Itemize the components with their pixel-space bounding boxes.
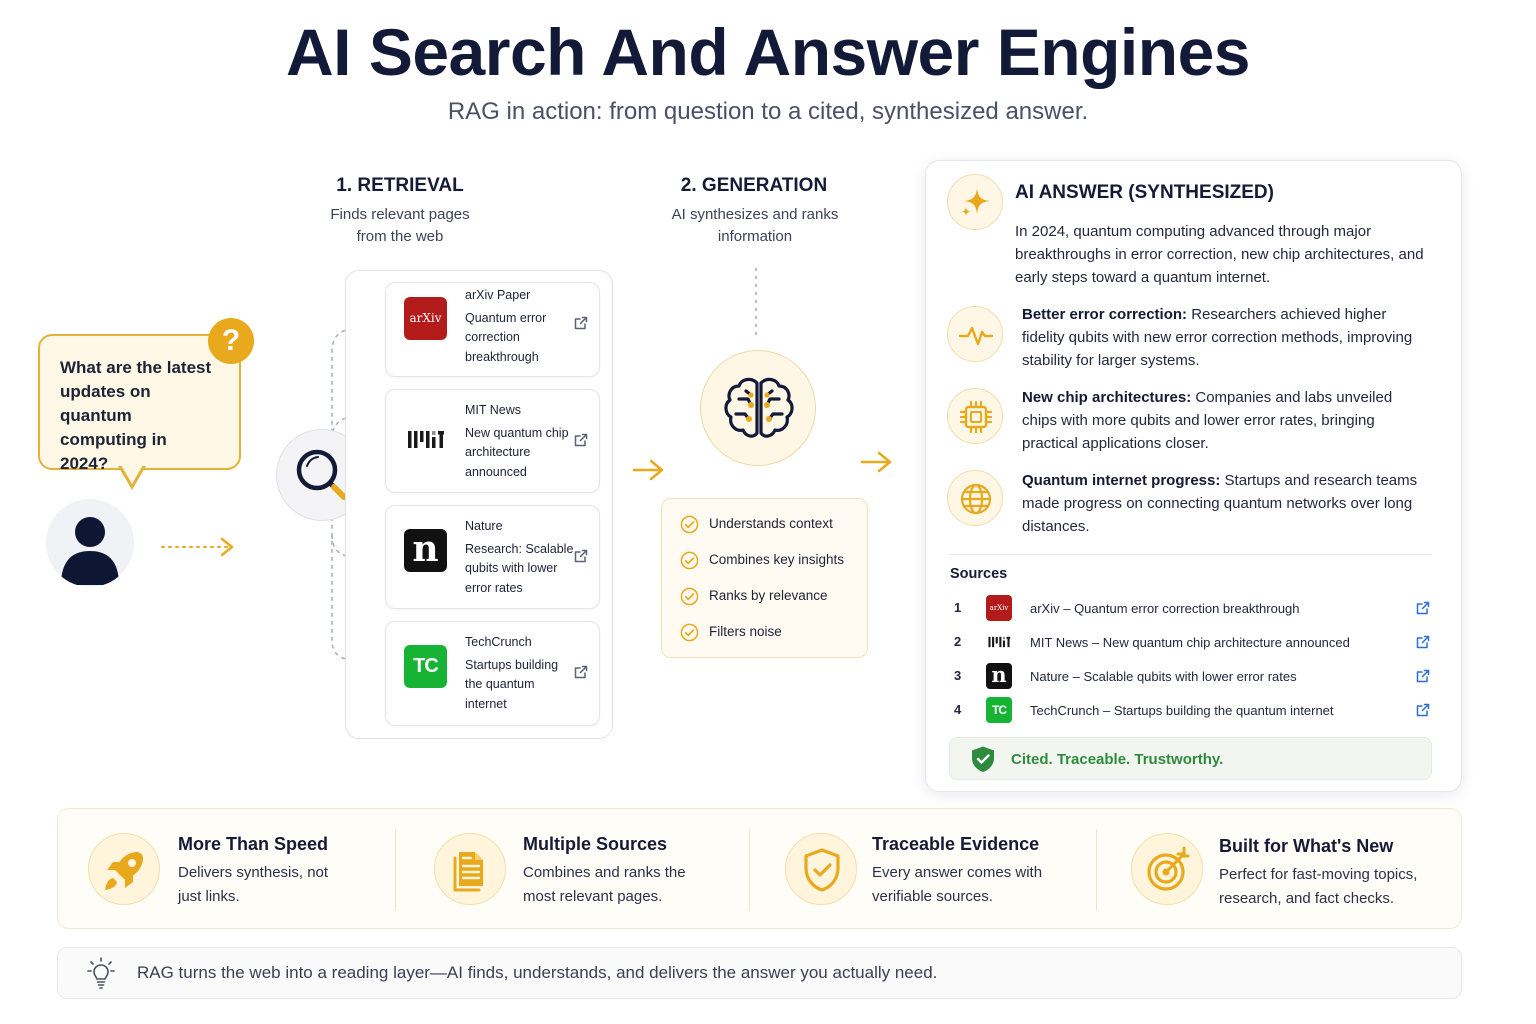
check-circle-icon — [680, 587, 699, 606]
retrieval-title: 1. RETRIEVAL — [336, 175, 464, 196]
source-row[interactable]: 2 MIT News – New quantum chip architectu… — [950, 628, 1436, 656]
source-publisher: Nature — [465, 519, 503, 533]
trust-text: Cited. Traceable. Trustworthy. — [1011, 751, 1224, 768]
feature-desc: Delivers synthesis, not just links. — [178, 864, 329, 905]
external-link-icon[interactable] — [1415, 702, 1431, 718]
source-card-nature[interactable]: n Nature Research: Scalable qubits with … — [385, 505, 600, 609]
checklist-item: Filters noise — [680, 623, 782, 642]
external-link-icon[interactable] — [1415, 668, 1431, 684]
source-row[interactable]: 3 n Nature – Scalable qubits with lower … — [950, 662, 1436, 690]
external-link-icon[interactable] — [573, 548, 589, 564]
generation-step — [700, 350, 816, 466]
chip-icon — [947, 388, 1003, 444]
external-link-icon[interactable] — [1415, 634, 1431, 650]
source-card-mit[interactable]: MIT News New quantum chip architecture a… — [385, 389, 600, 493]
sources-heading: Sources — [950, 566, 1008, 582]
source-publisher: arXiv Paper — [465, 288, 531, 302]
documents-icon — [434, 833, 506, 905]
pulse-icon — [947, 306, 1003, 362]
feature-desc: Combines and ranks the most relevant pag… — [523, 864, 686, 905]
brain-icon — [724, 377, 794, 438]
shield-check-icon — [972, 746, 994, 772]
retrieval-description: Finds relevant pages from the web — [330, 206, 470, 245]
trust-banner: Cited. Traceable. Trustworthy. — [949, 737, 1432, 780]
source-card-arxiv[interactable]: arXiv arXiv Paper Quantum error correcti… — [385, 282, 600, 377]
globe-icon — [947, 470, 1003, 526]
shield-check-icon — [785, 833, 857, 905]
feature-title: Multiple Sources — [523, 834, 668, 854]
feature-desc: Perfect for fast-moving topics, research… — [1219, 866, 1418, 907]
external-link-icon[interactable] — [573, 432, 589, 448]
source-row[interactable]: 1 arXiv arXiv – Quantum error correction… — [950, 594, 1436, 622]
answer-point: Quantum internet progress: Startups and … — [1022, 472, 1418, 535]
source-row[interactable]: 4 TC TechCrunch – Startups building the … — [950, 696, 1436, 724]
target-icon — [1131, 833, 1203, 905]
source-headline: Research: Scalable qubits with lower err… — [465, 541, 574, 595]
generation-description: AI synthesizes and ranks information — [671, 206, 839, 245]
nature-logo: n — [404, 529, 447, 572]
page-subtitle: RAG in action: from question to a cited,… — [447, 98, 1089, 125]
mit-logo — [986, 629, 1012, 655]
generation-checklist: Understands context Combines key insight… — [661, 498, 868, 658]
source-headline: Quantum error correction breakthrough — [465, 310, 547, 364]
separator — [749, 829, 750, 911]
separator — [1096, 829, 1097, 911]
check-circle-icon — [680, 623, 699, 642]
feature-title: Built for What's New — [1219, 836, 1394, 856]
checklist-item: Combines key insights — [680, 551, 844, 570]
source-headline: Startups building the quantum internet — [465, 657, 559, 711]
external-link-icon[interactable] — [1415, 600, 1431, 616]
magnifier-icon — [296, 449, 347, 500]
user-avatar — [46, 499, 134, 587]
bubble-tail-inner — [121, 465, 143, 484]
answer-intro: In 2024, quantum computing advanced thro… — [1015, 223, 1424, 286]
arxiv-logo: arXiv — [404, 297, 447, 340]
techcrunch-logo: TC — [404, 645, 447, 688]
answer-point: Better error correction: Researchers ach… — [1022, 306, 1413, 369]
answer-point: New chip architectures: Companies and la… — [1022, 389, 1393, 452]
external-link-icon[interactable] — [573, 315, 589, 331]
rocket-icon — [88, 833, 160, 905]
feature-desc: Every answer comes with verifiable sourc… — [872, 864, 1043, 905]
page-title: AI Search And Answer Engines — [285, 15, 1251, 89]
separator — [395, 829, 396, 911]
divider — [949, 554, 1432, 555]
footer-text: RAG turns the web into a reading layer—A… — [137, 963, 938, 982]
answer-panel: AI ANSWER (SYNTHESIZED) In 2024, quantum… — [925, 160, 1462, 792]
footer-bar: RAG turns the web into a reading layer—A… — [57, 947, 1462, 999]
source-card-techcrunch[interactable]: TC TechCrunch Startups building the quan… — [385, 621, 600, 726]
question-bubble: What are the latest updates on quantum c… — [38, 334, 241, 473]
checklist-item: Understands context — [680, 515, 833, 534]
generation-title: 2. GENERATION — [680, 175, 828, 196]
lightbulb-icon — [87, 957, 115, 989]
question-mark-icon: ? — [208, 318, 254, 364]
source-headline: New quantum chip architecture announced — [465, 425, 569, 479]
features-bar: More Than Speed Delivers synthesis, not … — [57, 808, 1462, 929]
nature-logo: n — [986, 663, 1012, 689]
sparkle-icon — [947, 174, 1003, 230]
source-publisher: TechCrunch — [465, 635, 532, 649]
check-circle-icon — [680, 515, 699, 534]
feature-title: Traceable Evidence — [872, 834, 1040, 854]
arxiv-logo: arXiv — [986, 595, 1012, 621]
check-circle-icon — [680, 551, 699, 570]
user-icon — [61, 517, 119, 585]
techcrunch-logo: TC — [986, 697, 1012, 723]
mit-logo — [404, 418, 447, 461]
checklist-item: Ranks by relevance — [680, 587, 828, 606]
answer-heading: AI ANSWER (SYNTHESIZED) — [1015, 182, 1274, 203]
feature-title: More Than Speed — [178, 834, 329, 854]
external-link-icon[interactable] — [573, 664, 589, 680]
question-text: What are the latest updates on quantum c… — [60, 358, 212, 473]
source-publisher: MIT News — [465, 403, 522, 417]
